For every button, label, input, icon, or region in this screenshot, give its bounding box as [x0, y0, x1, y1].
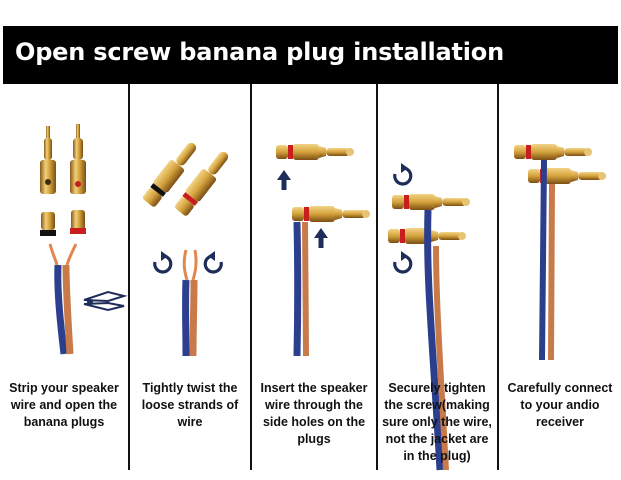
column-divider: [497, 84, 499, 470]
step2-illustration: [142, 142, 229, 357]
title-banner: Open screw banana plug installation: [3, 26, 618, 84]
rotate-ccw-icon: [393, 161, 413, 186]
step5-caption: Carefully connect to your andio receiver: [507, 381, 613, 429]
illustrations: [40, 124, 606, 471]
step4-caption: Securely tighten the screw(making sure o…: [382, 381, 492, 463]
up-arrow-icon: [314, 228, 328, 248]
up-arrow-icon: [277, 170, 291, 190]
rotate-ccw-icon: [153, 249, 173, 274]
rotate-cw-icon: [203, 249, 223, 274]
step2-caption: Tightly twist the loose strands of wire: [141, 381, 239, 429]
step3-illustration: [276, 144, 370, 357]
rotate-ccw-icon: [393, 249, 413, 274]
column-divider: [128, 84, 130, 470]
page-title: Open screw banana plug installation: [15, 38, 504, 66]
step1-caption: Strip your speaker wire and open the ban…: [9, 381, 119, 429]
step4-illustration: [388, 161, 470, 471]
step3-caption: Insert the speaker wire through the side…: [260, 381, 368, 446]
column-divider: [376, 84, 378, 470]
step5-illustration: [514, 144, 606, 361]
column-divider: [250, 84, 252, 470]
step1-illustration: [40, 124, 128, 355]
